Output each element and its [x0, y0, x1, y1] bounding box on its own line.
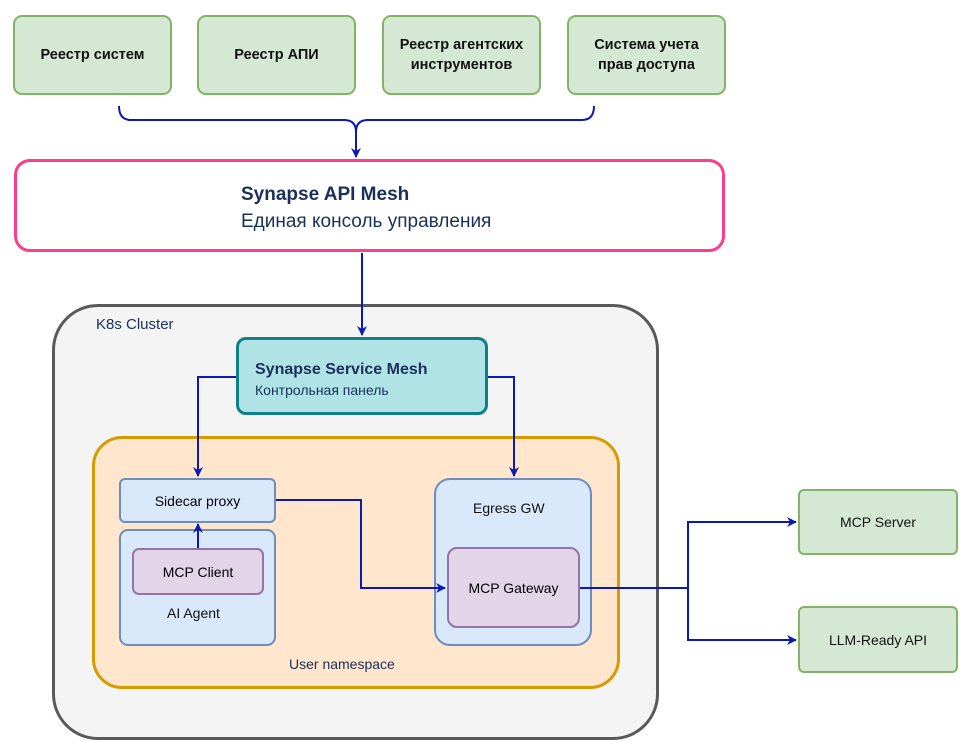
llm-ready-api: LLM-Ready API: [798, 606, 958, 673]
ai-agent-label: AI Agent: [167, 605, 220, 621]
service-mesh-to-sidecar-arrow: [193, 376, 236, 477]
registry-access-rights-line2: прав доступа: [598, 57, 695, 73]
service-mesh-to-egress-arrow: [488, 376, 519, 477]
mcp-server-label: MCP Server: [840, 514, 916, 530]
registries-brace: [118, 105, 361, 158]
llm-ready-api-label: LLM-Ready API: [828, 631, 928, 648]
registry-agent-tools-line2: инструментов: [410, 57, 513, 73]
registry-systems-label: Реестр систем: [40, 47, 145, 63]
registry-systems: Реестр систем: [13, 15, 172, 95]
registry-agent-tools-line1: Реестр агентских: [399, 37, 524, 53]
service-mesh-panel: Synapse Service Mesh Контрольная панель: [236, 337, 488, 415]
gateway-to-llm-api-arrow: [687, 588, 797, 645]
sidecar-proxy-label: Sidecar proxy: [154, 492, 241, 509]
service-mesh-subtitle: Контрольная панель: [255, 382, 389, 398]
api-mesh-title: Synapse API Mesh: [241, 184, 410, 205]
sidecar-proxy: Sidecar proxy: [119, 478, 276, 523]
mcp-gateway-label: MCP Gateway: [468, 579, 559, 596]
k8s-cluster-label: K8s Cluster: [96, 316, 174, 333]
registry-access-rights-line1: Система учета: [594, 37, 699, 53]
registry-access-rights: Система учета прав доступа: [567, 15, 726, 95]
registries-brace-right: [355, 105, 595, 133]
sidecar-to-gateway-arrow: [276, 499, 446, 593]
gateway-to-mcp-server-arrow: [687, 517, 797, 588]
mcp-client: MCP Client: [132, 548, 264, 595]
egress-gateway-label: Egress GW: [473, 500, 545, 516]
api-mesh-subtitle: Единая консоль управления: [241, 211, 492, 232]
registry-api: Реестр АПИ: [197, 15, 356, 95]
registry-api-label: Реестр АПИ: [234, 47, 319, 63]
registry-agent-tools: Реестр агентских инструментов: [382, 15, 541, 95]
user-namespace-label: User namespace: [289, 656, 395, 672]
mcp-gateway: MCP Gateway: [447, 547, 580, 628]
mcp-server: MCP Server: [798, 489, 958, 555]
api-mesh-console: Synapse API Mesh Единая консоль управлен…: [14, 159, 725, 252]
mcp-client-label: MCP Client: [162, 563, 234, 580]
service-mesh-title: Synapse Service Mesh: [255, 361, 428, 378]
